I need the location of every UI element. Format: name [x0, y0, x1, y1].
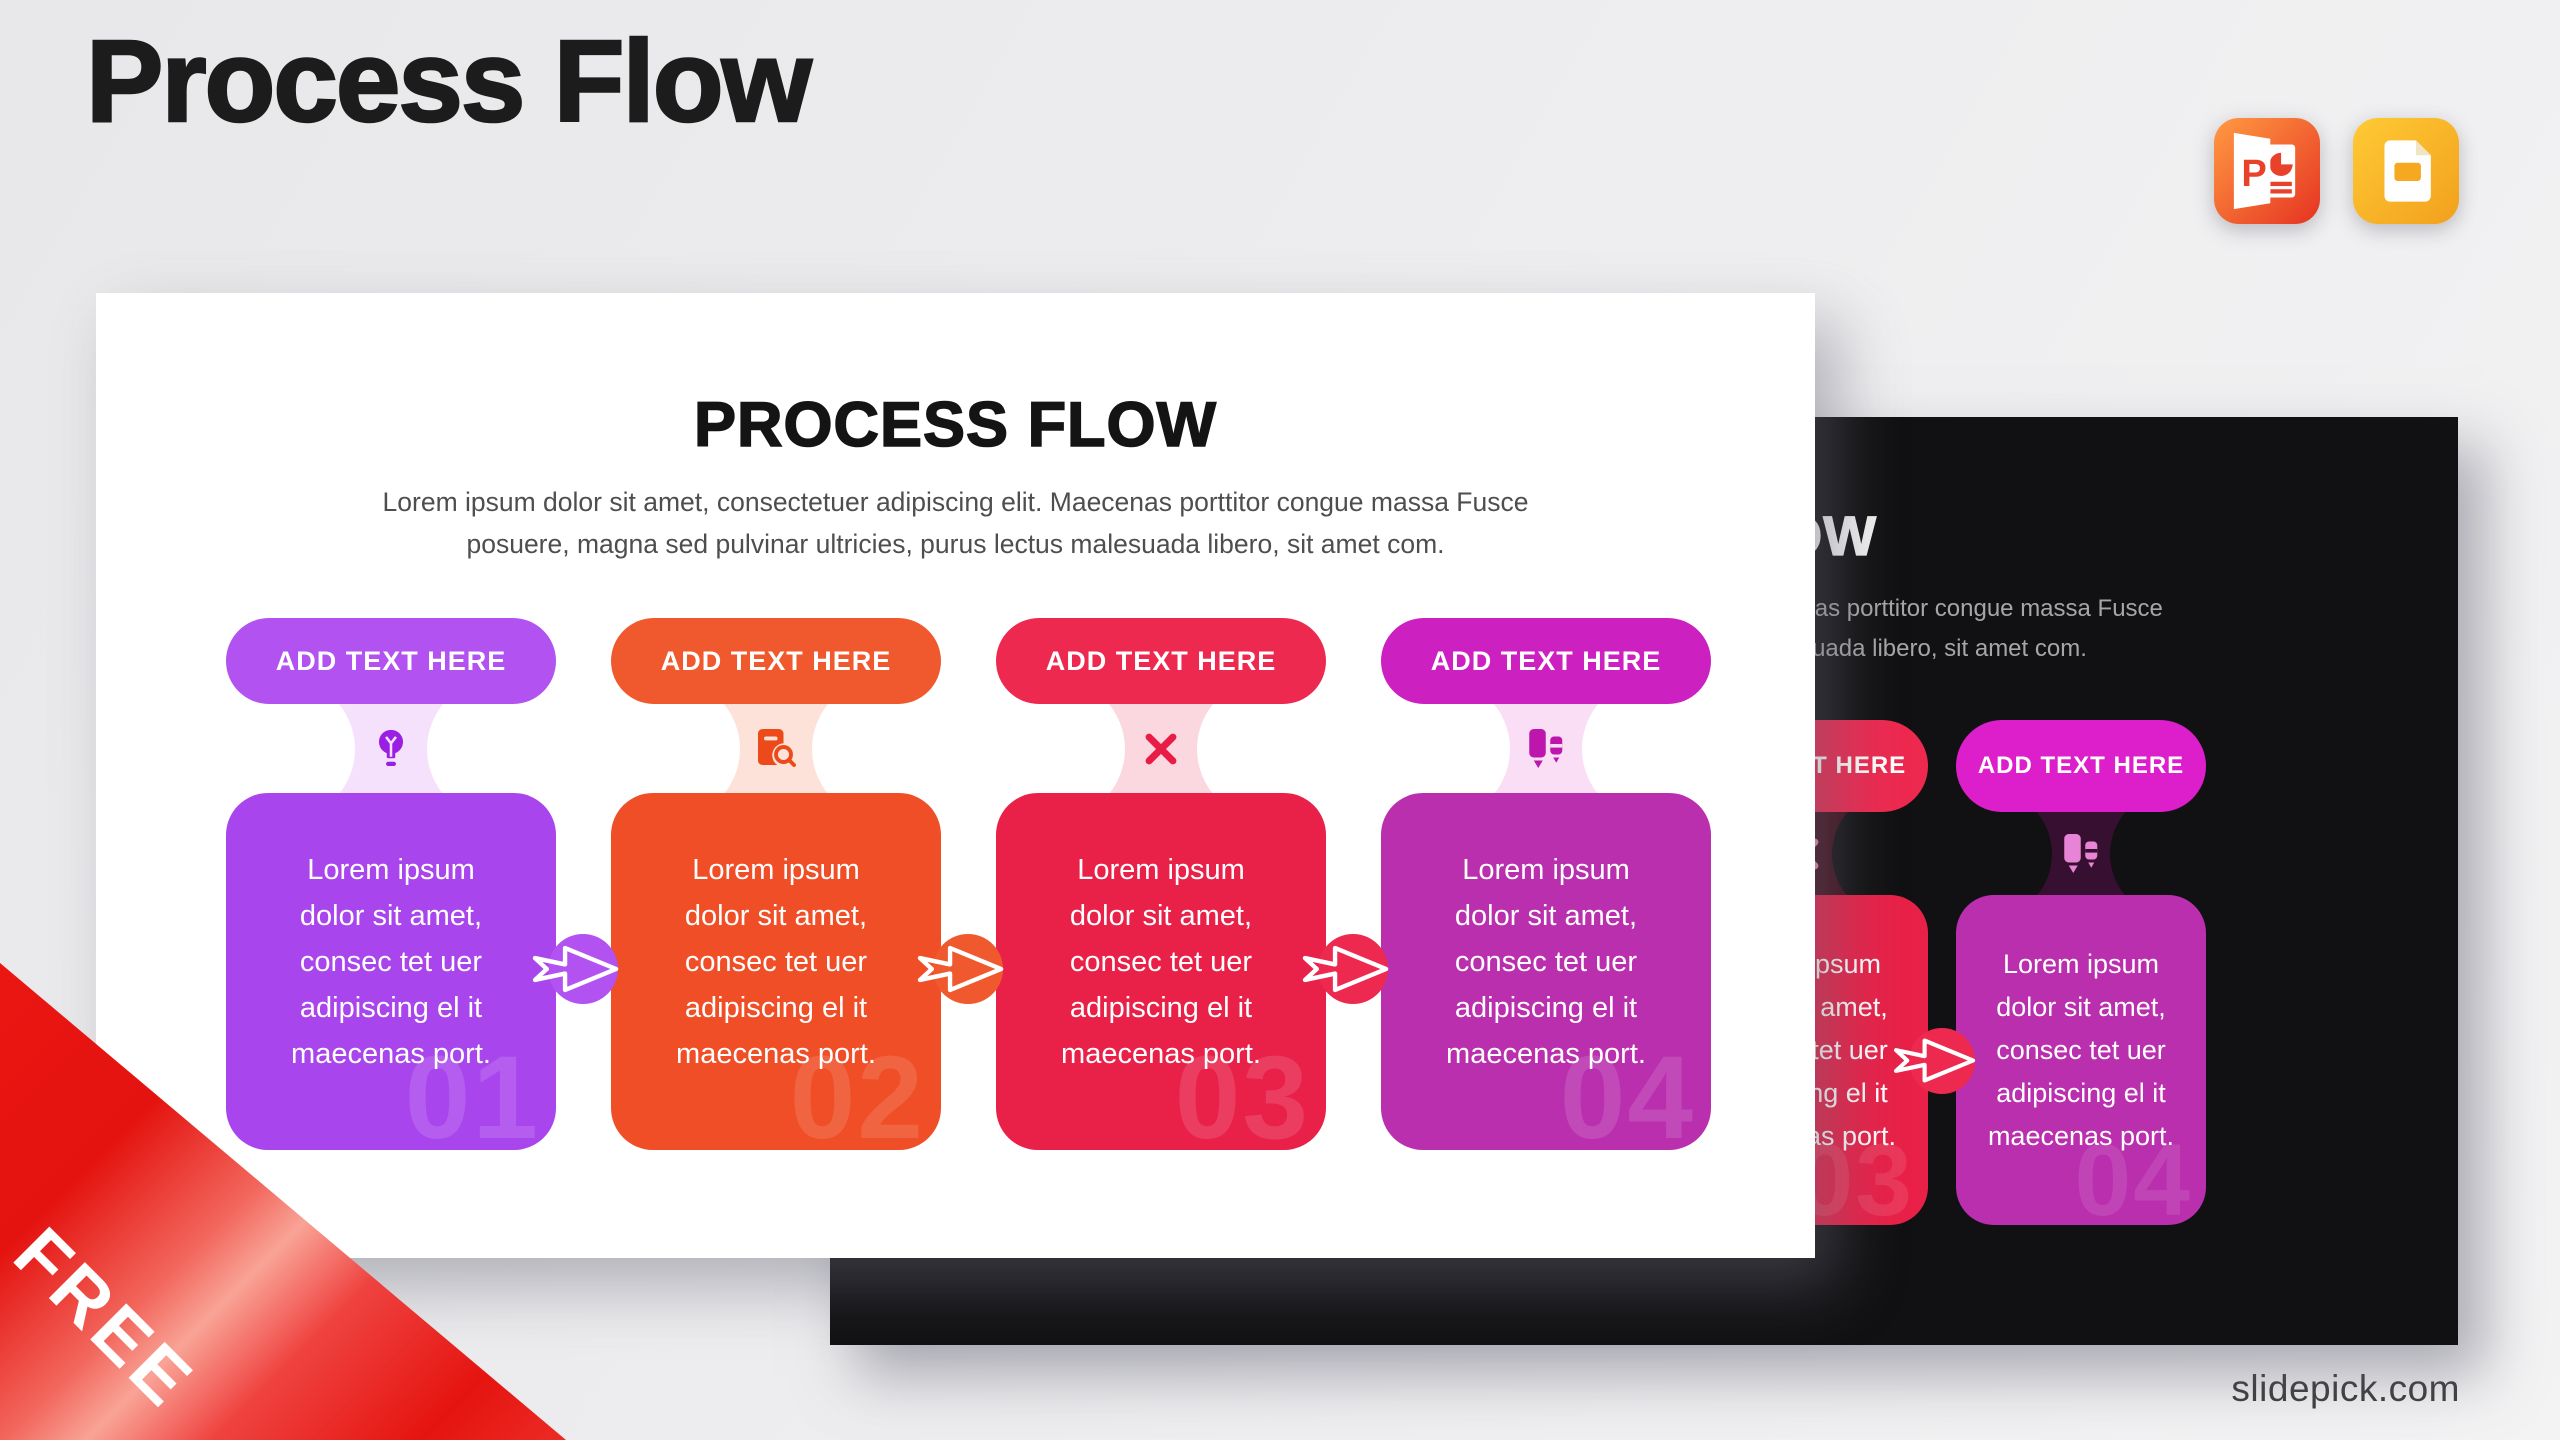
arrow-badge: [1302, 934, 1389, 1004]
connector: [2026, 812, 2136, 895]
card-body: Lorem ipsum dolor sit amet, consec tet u…: [1061, 854, 1261, 1070]
connector: [325, 704, 457, 793]
add-text-pill: ADD TEXT HERE: [1381, 618, 1711, 704]
arrow-badge: [1893, 1028, 1976, 1094]
slide-light: PROCESS FLOW Lorem ipsum dolor sit amet,…: [96, 293, 1815, 1258]
card-body: Lorem ipsum dolor sit amet, consec tet u…: [1987, 949, 2175, 1151]
card-number: 03: [1174, 1032, 1310, 1150]
steps-row: ADD TEXT HERE Lorem ipsum dolor sit amet…: [226, 618, 1711, 1150]
step-card: Lorem ipsum dolor sit amet, consec tet u…: [1956, 895, 2206, 1225]
lightbulb-icon: [374, 727, 408, 771]
free-label: FREE: [0, 1211, 211, 1425]
connector: [1480, 704, 1612, 793]
card-number: 01: [404, 1032, 540, 1150]
step-column-2: ADD TEXT HERE Lorem ipsum dolor sit amet…: [611, 618, 941, 1150]
add-text-pill: ADD TEXT HERE: [996, 618, 1326, 704]
site-watermark[interactable]: slidepick.com: [2231, 1368, 2460, 1409]
card-number: 03: [1796, 1123, 1914, 1225]
svg-text:P: P: [2241, 153, 2266, 195]
arrow-icon: [1302, 945, 1389, 993]
card-body: Lorem ipsum dolor sit amet, consec tet u…: [676, 854, 876, 1070]
add-text-pill: ADD TEXT HERE: [226, 618, 556, 704]
slide-title: PROCESS FLOW: [693, 389, 1217, 461]
step-card: Lorem ipsum dolor sit amet, consec tet u…: [611, 793, 941, 1150]
step-column-4: ADD TEXT HERE Lorem ipsum dolor sit amet…: [1956, 720, 2206, 1225]
step-card: Lorem ipsum dolor sit amet, consec tet u…: [1381, 793, 1711, 1150]
card-body: Lorem ipsum dolor sit amet, consec tet u…: [291, 854, 491, 1070]
arrow-icon: [532, 945, 619, 993]
marker-pens-icon: [2062, 831, 2101, 876]
step-column-4: ADD TEXT HERE Lorem ipsum dolor sit amet…: [1381, 618, 1711, 1150]
step-card: Lorem ipsum dolor sit amet, consec tet u…: [996, 793, 1326, 1150]
marker-pens-icon: [1527, 726, 1566, 771]
card-number: 04: [2074, 1123, 2192, 1225]
arrow-icon: [1893, 1038, 1976, 1083]
google-slides-file-icon[interactable]: [2353, 118, 2459, 224]
card-number: 02: [789, 1032, 925, 1150]
slide-subtitle: Lorem ipsum dolor sit amet, consectetuer…: [382, 487, 1529, 559]
arrow-badge: [532, 934, 619, 1004]
step-card: Lorem ipsum dolor sit amet, consec tet u…: [226, 793, 556, 1150]
connector: [1095, 704, 1227, 793]
arrow-icon: [917, 945, 1004, 993]
step-column-3: ADD TEXT HERE Lorem ipsum dolor sit amet…: [996, 618, 1326, 1150]
page-title: Process Flow: [85, 15, 813, 148]
step-column-1: ADD TEXT HERE Lorem ipsum dolor sit amet…: [226, 618, 556, 1150]
powerpoint-file-icon[interactable]: P: [2214, 118, 2320, 224]
connector: [710, 704, 842, 793]
arrow-badge: [917, 934, 1004, 1004]
crossed-tools-icon: [1140, 728, 1182, 770]
add-text-pill: ADD TEXT HERE: [1956, 720, 2206, 812]
format-icons: P: [2214, 118, 2459, 224]
add-text-pill: ADD TEXT HERE: [611, 618, 941, 704]
document-search-icon: [755, 726, 797, 771]
card-number: 04: [1559, 1032, 1695, 1150]
card-body: Lorem ipsum dolor sit amet, consec tet u…: [1446, 854, 1646, 1070]
